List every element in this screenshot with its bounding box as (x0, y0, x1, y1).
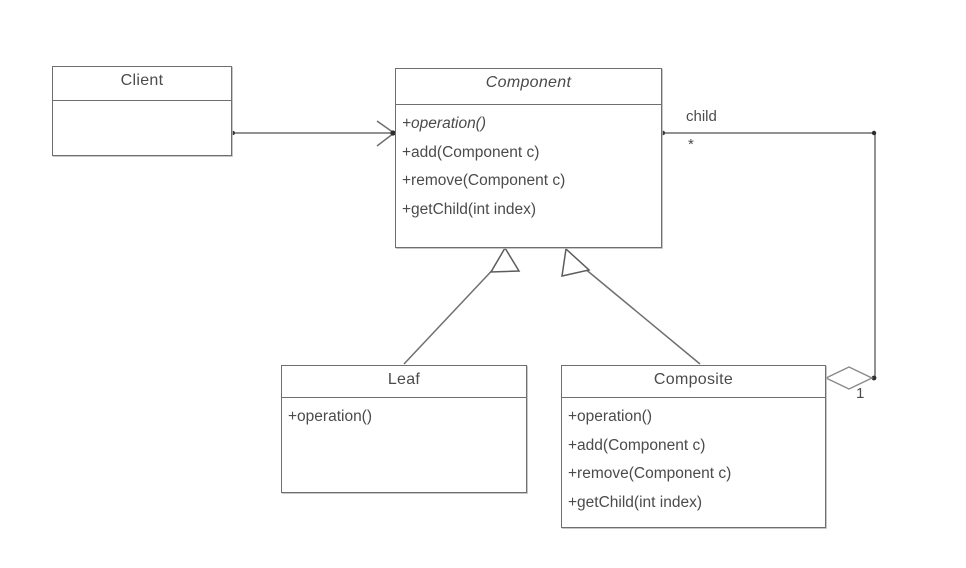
association-client-component (230, 120, 396, 147)
association-role-label-child: child (686, 108, 717, 125)
class-member: +remove(Component c) (402, 172, 566, 189)
class-member: +operation() (288, 408, 373, 425)
multiplicity-label-one: 1 (856, 385, 865, 402)
class-member: +add(Component c) (402, 143, 540, 161)
class-name-client: Client (53, 67, 231, 101)
class-members-component: +operation() +add(Component c) +remove(C… (396, 105, 661, 228)
class-member: +add(Component c) (568, 436, 706, 454)
class-member: +remove(Component c) (568, 465, 732, 482)
class-box-component[interactable]: Component +operation() +add(Component c)… (395, 68, 662, 248)
class-box-composite[interactable]: Composite +operation() +add(Component c)… (561, 365, 826, 528)
class-members-leaf: +operation() (282, 398, 526, 436)
class-members-composite: +operation() +add(Component c) +remove(C… (562, 398, 825, 521)
class-name-component: Component (396, 69, 661, 105)
generalization-leaf-component (403, 246, 521, 365)
aggregation-composite-component (660, 130, 877, 390)
generalization-composite-component (561, 247, 701, 365)
class-member: +operation() (568, 408, 653, 425)
class-member: +getChild(int index) (402, 200, 536, 218)
class-name-leaf: Leaf (282, 366, 526, 398)
class-member: +operation() (402, 115, 487, 132)
multiplicity-label-many: * (688, 136, 694, 153)
class-box-leaf[interactable]: Leaf +operation() (281, 365, 527, 493)
class-box-client[interactable]: Client (52, 66, 232, 156)
class-members-client (53, 101, 231, 110)
class-member: +getChild(int index) (568, 493, 702, 511)
class-name-composite: Composite (562, 366, 825, 398)
